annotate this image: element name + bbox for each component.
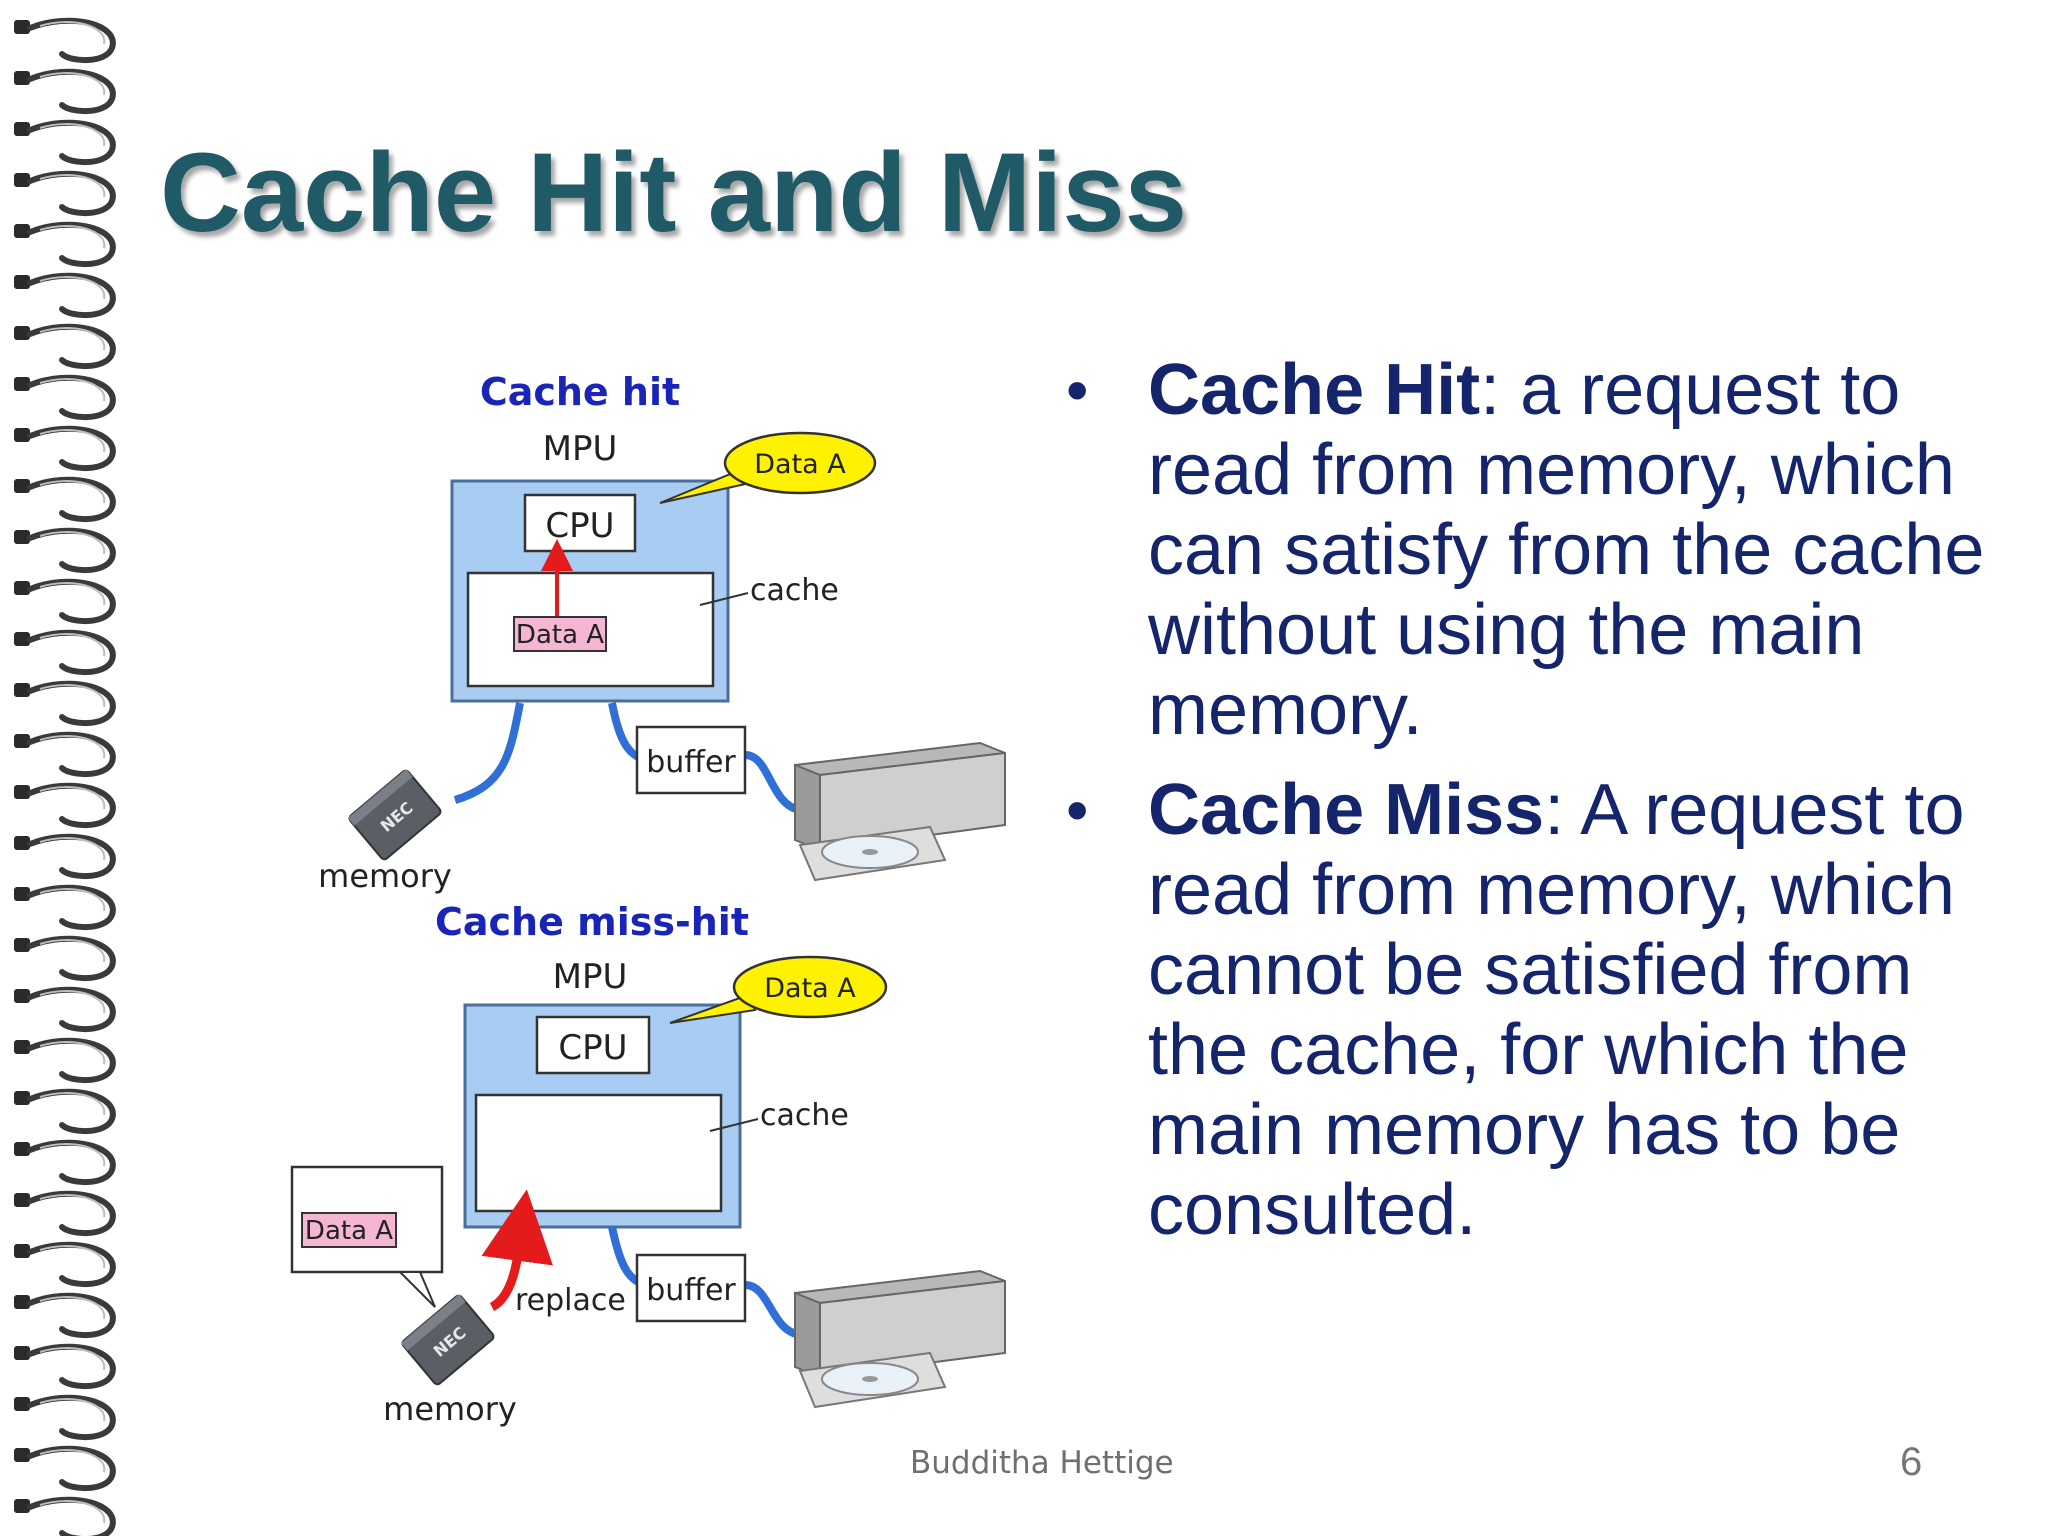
miss-cache-pointer bbox=[709, 1118, 759, 1132]
miss-data-label: Data A bbox=[305, 1216, 393, 1246]
bullet-dot: • bbox=[1066, 354, 1089, 426]
spiral-ring bbox=[14, 425, 116, 472]
spiral-ring bbox=[14, 527, 116, 574]
spiral-ring bbox=[14, 935, 116, 982]
spiral-ring bbox=[14, 1037, 116, 1084]
spiral-binding bbox=[14, 17, 116, 1536]
spiral-ring bbox=[14, 1343, 116, 1390]
spiral-ring bbox=[14, 1496, 116, 1536]
bullet-list: • Cache Hit: a request to read from memo… bbox=[1060, 350, 1990, 1270]
cache-miss-section: Cache miss-hit MPU CPU Data A cache Data… bbox=[290, 900, 1006, 1428]
miss-drive-link bbox=[744, 1281, 802, 1339]
spiral-ring bbox=[14, 119, 116, 166]
slide-title: Cache Hit and Miss bbox=[160, 130, 1187, 255]
hit-memory-label: memory bbox=[318, 857, 452, 895]
miss-buffer-box bbox=[635, 1253, 747, 1323]
miss-data-box bbox=[301, 1212, 397, 1248]
miss-cache-box bbox=[474, 1093, 723, 1213]
cache-diagram: Cache hit MPU CPU Data A Data A cache bu… bbox=[290, 370, 1006, 1428]
hit-data-label: Data A bbox=[516, 620, 604, 650]
hit-cache-pointer bbox=[699, 592, 749, 606]
spiral-ring bbox=[14, 1088, 116, 1135]
spiral-ring bbox=[14, 578, 116, 625]
spiral-ring bbox=[14, 1445, 116, 1492]
miss-cache-label: cache bbox=[760, 1098, 849, 1133]
page-number: 6 bbox=[1900, 1440, 1923, 1484]
cache-hit-section: Cache hit MPU CPU Data A Data A cache bu… bbox=[318, 370, 1006, 895]
hit-cache-label: cache bbox=[750, 573, 839, 608]
spiral-ring bbox=[14, 272, 116, 319]
spiral-ring bbox=[14, 476, 116, 523]
spiral-ring bbox=[14, 986, 116, 1033]
spiral-ring bbox=[14, 833, 116, 880]
spiral-ring bbox=[14, 884, 116, 931]
hit-data-bubble bbox=[723, 431, 877, 495]
bullet-term: Cache Miss bbox=[1148, 770, 1545, 850]
miss-data-bubble bbox=[732, 955, 888, 1019]
spiral-ring bbox=[14, 1139, 116, 1186]
spiral-ring bbox=[14, 1190, 116, 1237]
bullet-item-cache-miss: • Cache Miss: A request to read from mem… bbox=[1060, 770, 1990, 1250]
miss-memory-chip-icon: NEC bbox=[400, 1294, 495, 1386]
hit-bubble-label: Data A bbox=[754, 449, 846, 480]
miss-disc-drive-icon bbox=[794, 1269, 1006, 1409]
miss-mpu-label: MPU bbox=[553, 957, 628, 997]
spiral-ring bbox=[14, 170, 116, 217]
spiral-ring bbox=[14, 68, 116, 115]
spiral-ring bbox=[14, 782, 116, 829]
bullet-text: : a request to read from memory, which c… bbox=[1148, 350, 1985, 750]
miss-bubble-label: Data A bbox=[764, 973, 856, 1004]
miss-memory-label: memory bbox=[383, 1390, 517, 1428]
spiral-ring bbox=[14, 1292, 116, 1339]
cache-miss-heading: Cache miss-hit bbox=[435, 900, 749, 944]
spiral-ring bbox=[14, 680, 116, 727]
miss-cpu-box bbox=[535, 1015, 651, 1075]
miss-replace-arrow bbox=[481, 1189, 553, 1311]
bullet-item-cache-hit: • Cache Hit: a request to read from memo… bbox=[1060, 350, 1990, 750]
spiral-ring bbox=[14, 374, 116, 421]
miss-cpu-label: CPU bbox=[558, 1028, 627, 1068]
hit-buffer-label: buffer bbox=[646, 745, 736, 780]
spiral-ring bbox=[14, 1241, 116, 1288]
miss-replace-label: replace bbox=[515, 1283, 626, 1318]
spiral-ring bbox=[14, 629, 116, 676]
hit-cpu-label: CPU bbox=[545, 506, 614, 546]
spiral-ring bbox=[14, 731, 116, 778]
miss-buffer-label: buffer bbox=[646, 1273, 736, 1308]
hit-mpu-label: MPU bbox=[543, 429, 618, 469]
bullet-dot: • bbox=[1066, 774, 1089, 846]
hit-buffer-box bbox=[635, 725, 747, 795]
hit-cpu-box bbox=[523, 493, 637, 553]
spiral-ring bbox=[14, 221, 116, 268]
cache-hit-heading: Cache hit bbox=[480, 370, 680, 414]
hit-data-box bbox=[513, 616, 607, 652]
slide-footer: Budditha Hettige bbox=[910, 1445, 1174, 1481]
hit-memory-chip-icon: NEC bbox=[347, 769, 442, 861]
hit-disc-drive-icon bbox=[794, 741, 1006, 882]
bullet-text: : A request to read from memory, which c… bbox=[1148, 770, 1965, 1250]
hit-drive-link bbox=[744, 751, 802, 814]
miss-callout-tail bbox=[397, 1271, 436, 1308]
hit-memory-link bbox=[453, 702, 524, 804]
spiral-ring bbox=[14, 323, 116, 370]
spiral-ring bbox=[14, 1394, 116, 1441]
spiral-ring bbox=[14, 17, 116, 64]
bullet-term: Cache Hit bbox=[1148, 350, 1481, 430]
